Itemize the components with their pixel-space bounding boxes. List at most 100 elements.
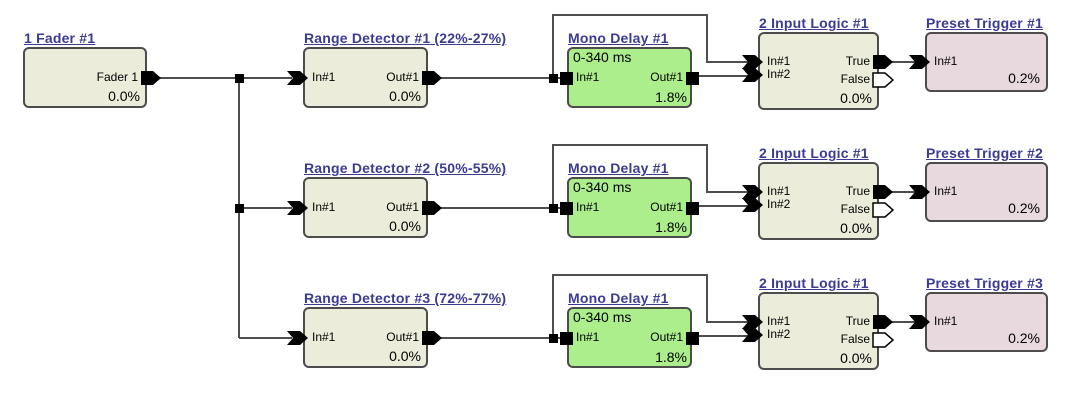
port-label-in: In#1 (312, 330, 336, 344)
wire[interactable] (552, 274, 748, 338)
input-port-connector[interactable] (742, 197, 764, 213)
block-title: Range Detector #2 (50%-55%) (304, 160, 507, 176)
output-port-connector[interactable] (686, 202, 699, 215)
block-value: 0.0% (108, 88, 140, 104)
output-port-connector[interactable] (421, 330, 443, 346)
block-value: 0.2% (1008, 70, 1040, 86)
mono-delay-block[interactable]: Mono Delay #1 0-340 ms In#1 Out#1 1.8% (560, 160, 699, 238)
input-port-connector[interactable] (560, 202, 573, 215)
fader-block[interactable]: 1 Fader #1 Fader 1 0.0% (23, 30, 161, 108)
block-value: 0.0% (840, 220, 872, 236)
delay-range-label: 0-340 ms (573, 309, 632, 325)
input-port-connector[interactable] (909, 54, 931, 70)
false-output-port-connector[interactable] (872, 202, 894, 218)
block-title: Mono Delay #1 (568, 30, 669, 46)
block-value: 0.0% (389, 348, 421, 364)
port-label-out: Out#1 (386, 200, 419, 214)
port-label-out: Out#1 (386, 70, 419, 84)
block-title: Preset Trigger #1 (926, 15, 1044, 31)
port-label-false: False (840, 332, 870, 346)
block-title: 1 Fader #1 (24, 30, 96, 46)
input-port-connector[interactable] (742, 314, 764, 330)
output-port-connector[interactable] (686, 332, 699, 345)
port-label-in: In#1 (934, 184, 958, 198)
input-port-connector[interactable] (742, 54, 764, 70)
port-label-true: True (845, 54, 870, 68)
preset-trigger-block[interactable]: Preset Trigger #2 In#1 0.2% (909, 145, 1048, 222)
false-output-port-connector[interactable] (872, 332, 894, 348)
port-label-out: Out#1 (386, 330, 419, 344)
true-output-port-connector[interactable] (872, 54, 894, 70)
block-title: Range Detector #3 (72%-77%) (304, 290, 507, 306)
block-value: 0.2% (1008, 200, 1040, 216)
input-port-connector[interactable] (909, 184, 931, 200)
preset-trigger-block[interactable]: Preset Trigger #3 In#1 0.2% (909, 275, 1048, 352)
block-title: Preset Trigger #3 (926, 275, 1044, 291)
input-port-connector[interactable] (287, 330, 309, 346)
output-port-connector[interactable] (686, 72, 699, 85)
block-value: 0.0% (840, 350, 872, 366)
block-title: Range Detector #1 (22%-27%) (304, 30, 507, 46)
delay-range-label: 0-340 ms (573, 179, 632, 195)
mono-delay-block[interactable]: Mono Delay #1 0-340 ms In#1 Out#1 1.8% (560, 30, 699, 108)
port-label-in1: In#1 (767, 314, 791, 328)
logic-block[interactable]: 2 Input Logic #1 In#1 In#2 True False 0.… (742, 15, 894, 110)
port-label-out: Out#1 (650, 200, 683, 214)
port-label-in: In#1 (312, 70, 336, 84)
block-value: 0.0% (840, 90, 872, 106)
wire-junction (549, 204, 558, 213)
true-output-port-connector[interactable] (872, 184, 894, 200)
port-label-out: Out#1 (650, 70, 683, 84)
port-label-true: True (845, 184, 870, 198)
port-label-in: In#1 (576, 200, 600, 214)
input-port-connector[interactable] (742, 327, 764, 343)
block-title: Preset Trigger #2 (926, 145, 1044, 161)
wire-junction (235, 204, 244, 213)
port-label-out: Out#1 (650, 330, 683, 344)
input-port-connector[interactable] (287, 200, 309, 216)
port-label-in1: In#1 (767, 184, 791, 198)
port-label-in: In#1 (934, 314, 958, 328)
block-title: 2 Input Logic #1 (759, 275, 869, 291)
delay-range-label: 0-340 ms (573, 49, 632, 65)
false-output-port-connector[interactable] (872, 72, 894, 88)
input-port-connector[interactable] (560, 72, 573, 85)
wire-junction (549, 334, 558, 343)
wire[interactable] (552, 144, 748, 208)
block-title: Mono Delay #1 (568, 160, 669, 176)
logic-block[interactable]: 2 Input Logic #1 In#1 In#2 True False 0.… (742, 145, 894, 240)
port-label-false: False (840, 202, 870, 216)
true-output-port-connector[interactable] (872, 314, 894, 330)
input-port-connector[interactable] (742, 67, 764, 83)
port-label-out: Fader 1 (96, 70, 138, 84)
mono-delay-block[interactable]: Mono Delay #1 0-340 ms In#1 Out#1 1.8% (560, 290, 699, 368)
input-port-connector[interactable] (742, 184, 764, 200)
range-detector-block[interactable]: Range Detector #1 (22%-27%) In#1 Out#1 0… (287, 30, 506, 108)
port-label-in: In#1 (312, 200, 336, 214)
output-port-connector[interactable] (421, 200, 443, 216)
input-port-connector[interactable] (909, 314, 931, 330)
block-value: 1.8% (655, 219, 687, 235)
port-label-true: True (845, 314, 870, 328)
input-port-connector[interactable] (287, 70, 309, 86)
port-label-in: In#1 (576, 70, 600, 84)
block-title: 2 Input Logic #1 (759, 15, 869, 31)
wire[interactable] (552, 14, 748, 78)
port-label-in: In#1 (576, 330, 600, 344)
port-label-in2: In#2 (767, 327, 791, 341)
input-port-connector[interactable] (560, 332, 573, 345)
output-port-connector[interactable] (140, 70, 162, 86)
block-value: 0.0% (389, 88, 421, 104)
logic-block[interactable]: 2 Input Logic #1 In#1 In#2 True False 0.… (742, 275, 894, 370)
preset-trigger-block[interactable]: Preset Trigger #1 In#1 0.2% (909, 15, 1048, 92)
port-label-false: False (840, 72, 870, 86)
range-detector-block[interactable]: Range Detector #3 (72%-77%) In#1 Out#1 0… (287, 290, 506, 368)
port-label-in2: In#2 (767, 67, 791, 81)
block-title: 2 Input Logic #1 (759, 145, 869, 161)
range-detector-block[interactable]: Range Detector #2 (50%-55%) In#1 Out#1 0… (287, 160, 506, 238)
port-label-in2: In#2 (767, 197, 791, 211)
wire-junction (235, 74, 244, 83)
port-label-in1: In#1 (767, 54, 791, 68)
output-port-connector[interactable] (421, 70, 443, 86)
